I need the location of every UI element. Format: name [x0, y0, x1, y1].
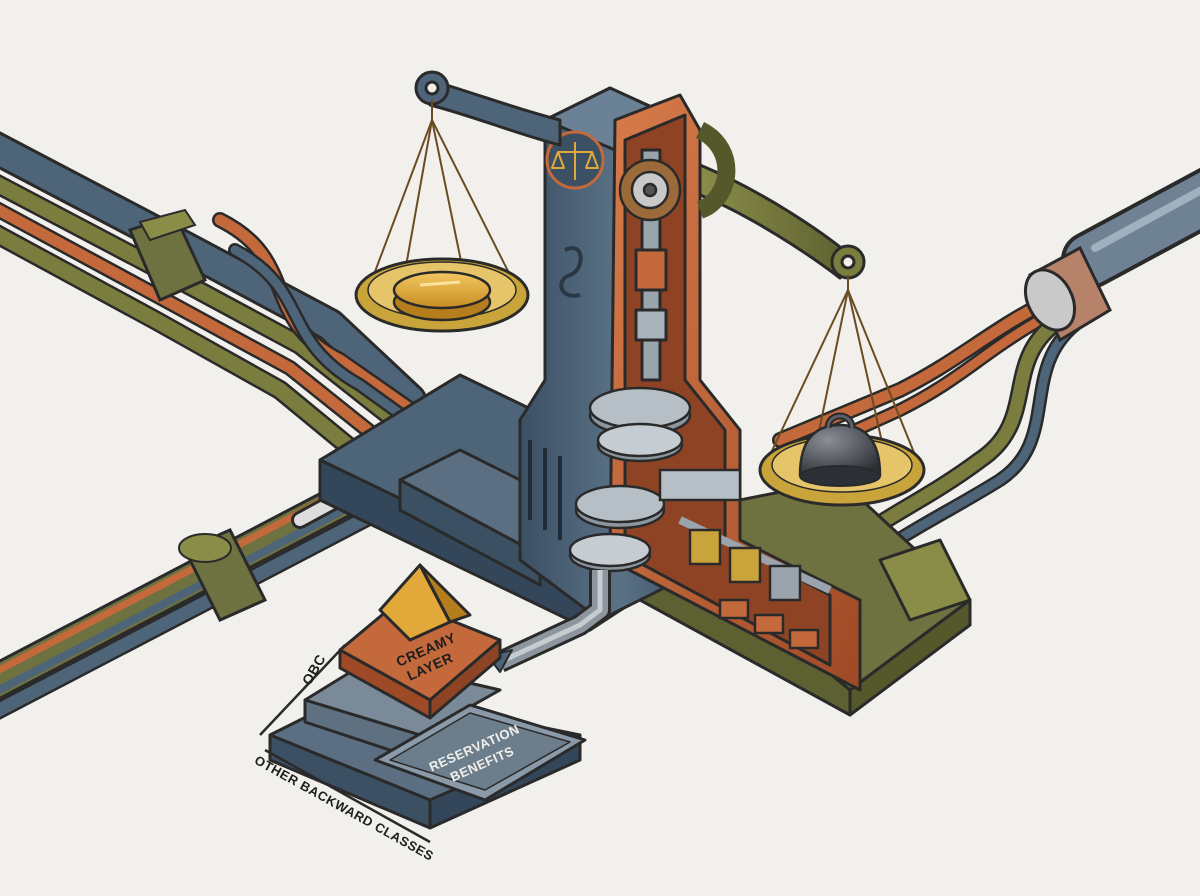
obc-axis-line: [259, 644, 346, 736]
right-scale-pan: [758, 275, 926, 507]
gold-coin-icon: [392, 270, 492, 322]
left-pipe-clamps: [127, 208, 207, 302]
obc-label: OBC: [299, 651, 329, 687]
internal-gears: [568, 158, 742, 573]
scale-beam: [414, 70, 866, 280]
weight-icon: [798, 412, 882, 487]
left-pipe-bundle: [0, 131, 457, 470]
lower-left-pipe-clamp: [178, 528, 268, 622]
gear-train-shaft: [678, 516, 832, 650]
obc-pyramid: [268, 563, 587, 830]
right-pipe-collar: [1023, 245, 1112, 343]
left-scale-pan: [354, 100, 530, 333]
obc-base-axis-line: [264, 748, 431, 844]
right-pipe-bundle: [772, 167, 1200, 552]
